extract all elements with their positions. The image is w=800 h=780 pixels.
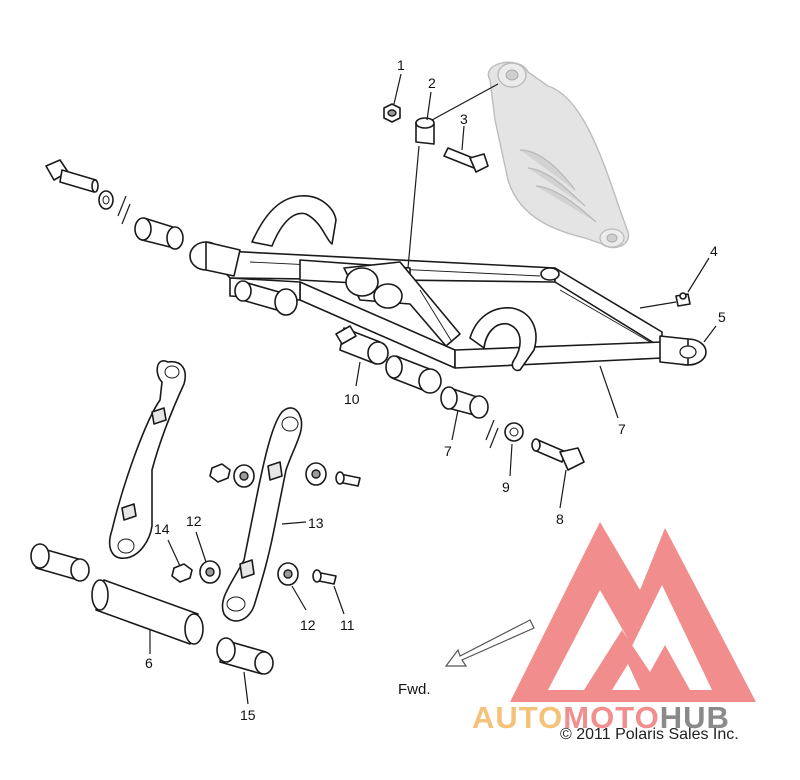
forward-arrow [444, 619, 535, 667]
bushing-10 [335, 325, 389, 365]
bushing-2 [415, 117, 435, 145]
bolt-8 [531, 438, 585, 471]
bolt-upper-left [45, 159, 99, 193]
callout-12a: 12 [186, 513, 202, 529]
callout-13: 13 [308, 515, 324, 531]
callout-6: 6 [145, 655, 153, 671]
leader-lines [117, 73, 717, 705]
watermark-text: AUTOMOTOHUB [472, 700, 730, 735]
washer-12-left [199, 560, 221, 584]
callout-1: 1 [397, 57, 405, 73]
grease-fitting-4 [675, 292, 691, 307]
callout-8: 8 [556, 511, 564, 527]
callout-11: 11 [340, 617, 355, 633]
shock-absorber [487, 61, 630, 249]
bolt-upper-small [335, 471, 361, 487]
bolt-3 [443, 147, 489, 173]
callout-labels: 1 2 3 4 5 6 7 7 8 9 10 11 12 12 13 14 15 [145, 57, 726, 723]
callout-7b: 7 [618, 421, 626, 437]
nut-upper-small [209, 463, 231, 483]
nut-1 [383, 103, 401, 123]
bolt-11 [312, 569, 337, 585]
bushing-7-left [134, 217, 184, 250]
nut-14 [171, 563, 193, 583]
washer-upper-b [305, 462, 327, 486]
callout-7a: 7 [444, 443, 452, 459]
link-arm-left [108, 360, 186, 559]
washer-upper-a [233, 464, 255, 488]
washer-12-right [277, 562, 299, 586]
washer-upper-left [98, 190, 114, 210]
callout-15: 15 [240, 707, 256, 723]
flanged-bushing-left [30, 543, 90, 582]
callout-2: 2 [428, 75, 436, 91]
watermark-hub: HUB [660, 700, 730, 735]
swing-arm [189, 195, 707, 372]
watermark-logo [510, 522, 756, 702]
callout-3: 3 [460, 111, 468, 127]
washer-9 [504, 422, 524, 442]
callout-4: 4 [710, 243, 718, 259]
bushing-flanged-lower [385, 355, 442, 394]
forward-label: Fwd. [398, 681, 431, 698]
watermark-moto: MOTO [563, 700, 659, 735]
bushing-flanged-upper [234, 280, 298, 316]
bushing-7-right [440, 386, 489, 419]
link-arm-13 [221, 407, 303, 622]
copyright-text: © 2011 Polaris Sales Inc. [560, 726, 739, 743]
callout-14: 14 [154, 521, 170, 537]
svg-text:AUTOMOTOHUB: AUTOMOTOHUB [472, 700, 730, 735]
callout-5: 5 [718, 309, 726, 325]
watermark-auto: AUTO [472, 700, 563, 735]
callout-9: 9 [502, 479, 510, 495]
flanged-bushing-15 [216, 637, 274, 675]
callout-10: 10 [344, 391, 360, 407]
callout-12b: 12 [300, 617, 316, 633]
spacer-tube-6 [91, 579, 204, 645]
